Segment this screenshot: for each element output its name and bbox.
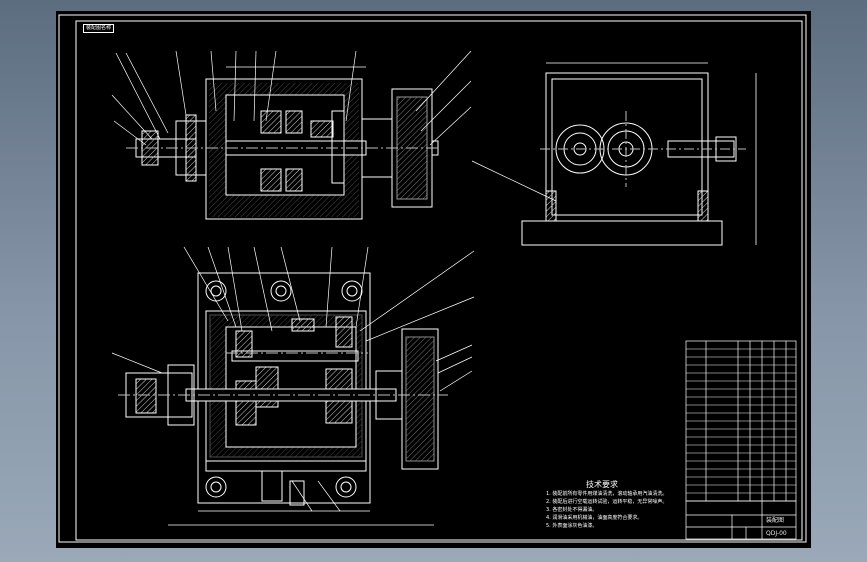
- title-block-drawing-name: 装配图: [766, 517, 785, 524]
- notes-title: 技术要求: [586, 480, 618, 489]
- part-leaders-bottom: [111, 246, 475, 512]
- title-block-drawing-number: QDJ-00: [766, 530, 787, 537]
- side-view: [521, 72, 746, 246]
- notes-line-3: 3. 各密封处不得漏油。: [546, 507, 598, 513]
- notes-line-4: 4. 润滑油采用机械油，油面高度符合要求。: [546, 515, 643, 521]
- title-block: [685, 500, 797, 540]
- cad-viewport[interactable]: 装配图名称 技术要求 1. 装配前所有零件用煤油清洗，滚动轴承用汽油清洗。 2.…: [56, 11, 811, 548]
- sheet-inner-border: [75, 20, 803, 541]
- part-leaders-top: [111, 50, 557, 202]
- plan-section-view: [118, 272, 448, 506]
- sheet-outer-border: [58, 14, 807, 543]
- technical-notes: 技术要求 1. 装配前所有零件用煤油清洗，滚动轴承用汽油清洗。 2. 装配后进行…: [546, 479, 686, 530]
- notes-line-1: 1. 装配前所有零件用煤油清洗，滚动轴承用汽油清洗。: [546, 491, 668, 497]
- parts-list-rows: [686, 348, 796, 494]
- assembly-drawing[interactable]: [56, 11, 811, 548]
- notes-line-2: 2. 装配后进行空载运转试验，运转平稳，无异常噪声。: [546, 499, 668, 505]
- notes-line-5: 5. 外表面涂灰色油漆。: [546, 523, 598, 529]
- front-section-view: [126, 78, 441, 220]
- sheet-tag-label: 装配图名称: [83, 24, 115, 33]
